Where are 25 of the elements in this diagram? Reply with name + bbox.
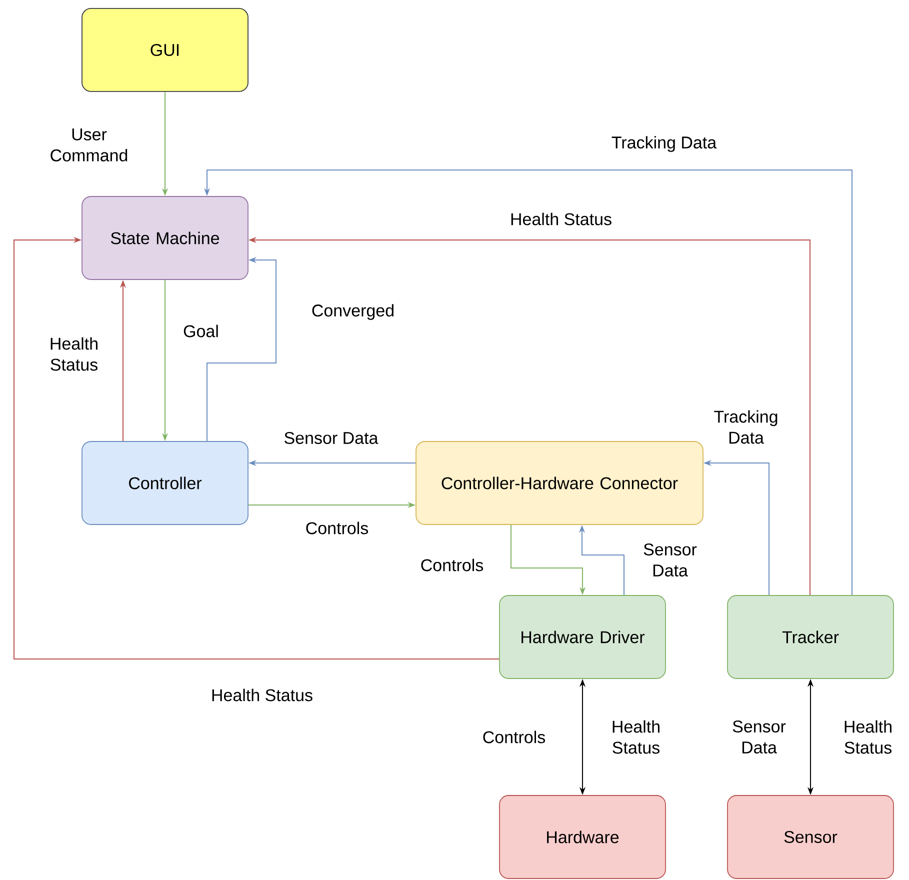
edge-label: Sensor Data: [727, 719, 792, 755]
edge-label: Controls: [304, 520, 370, 536]
edge-label: Sensor Data: [638, 542, 702, 578]
process-box: Controller-Hardware Connector: [416, 441, 704, 525]
process-box: State Machine: [82, 196, 248, 280]
process-box: GUI: [82, 8, 248, 92]
signal-label: Health Status: [836, 719, 900, 755]
process-box: Hardware: [499, 795, 666, 879]
edge-label: Health Status: [508, 212, 614, 226]
process-box: Tracker: [727, 595, 894, 679]
edge-label: Converged: [310, 303, 396, 321]
edge-label: User Command: [40, 128, 138, 162]
signal-label: Health Status: [604, 719, 668, 755]
edge-label: Health Status: [210, 688, 314, 702]
edge-label: Health Status: [42, 336, 106, 372]
process-box: Controller: [82, 441, 248, 525]
edge-label: Tracking Data: [610, 135, 718, 153]
arrow: [14, 236, 500, 660]
edge-label: Controls: [419, 558, 485, 572]
edge-label: Goal: [182, 324, 220, 338]
process-box: Sensor: [727, 795, 894, 879]
edge-label: Sensor Data: [282, 430, 380, 445]
process-box: Hardware Driver: [499, 595, 666, 679]
edge-label: Tracking Data: [707, 409, 786, 445]
edge-label: Controls: [481, 730, 547, 744]
